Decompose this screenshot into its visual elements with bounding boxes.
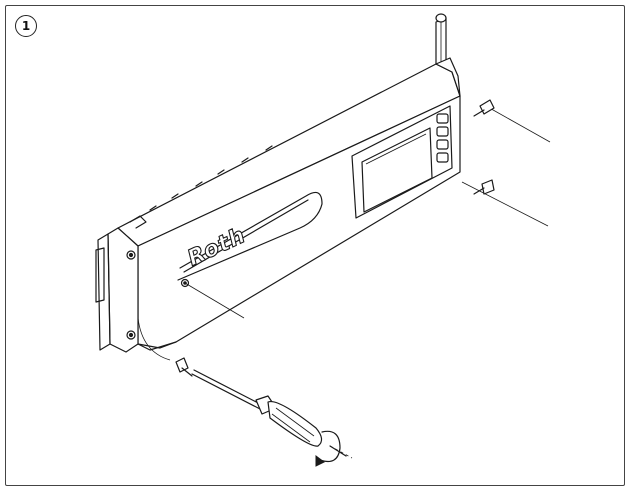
control-buttons (436, 113, 449, 163)
step-number-badge: 1 (15, 15, 37, 37)
illustration-frame (5, 5, 625, 486)
screw-icon (175, 357, 193, 377)
screw-guide-line (184, 282, 245, 319)
wall-screw-lower (461, 179, 549, 227)
screwdriver-icon (191, 369, 323, 447)
rotation-arrow-icon (315, 430, 353, 467)
controller-housing (95, 57, 461, 353)
wall-screw-upper (473, 99, 551, 143)
cover-swing-line (137, 317, 171, 361)
display-panel (351, 105, 453, 219)
